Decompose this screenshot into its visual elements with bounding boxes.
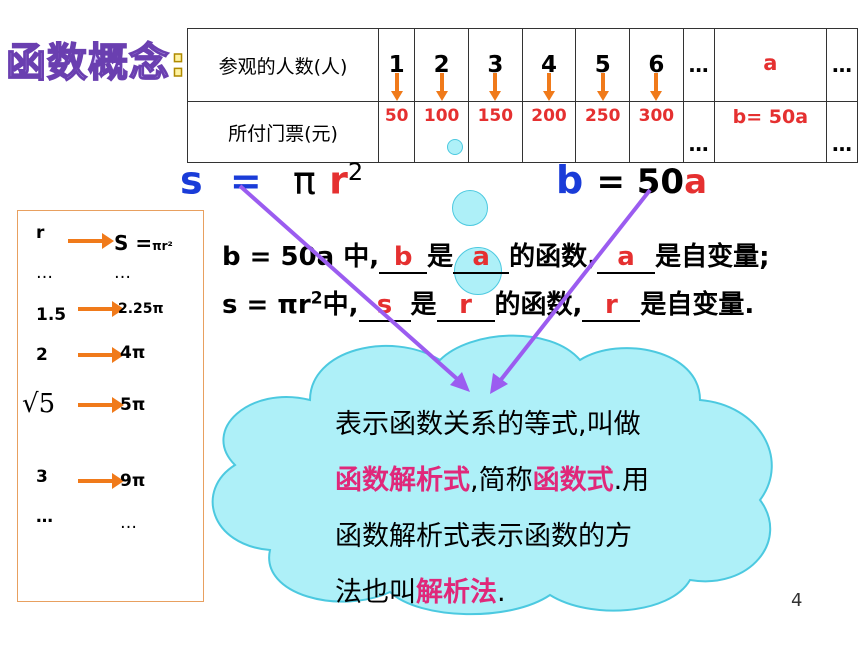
list-item-r: 2: [36, 345, 48, 365]
list-item-r: …: [36, 507, 53, 527]
cloud-callout: [211, 334, 773, 616]
cloud-line-1: 表示函数关系的等式,叫做: [335, 409, 641, 440]
title-text: 函数概念: [5, 39, 170, 87]
blank-fill: r: [436, 290, 495, 322]
cloud-line-2: 函数解析式,简称函数式.用: [335, 465, 650, 496]
list-item-s: …: [120, 513, 137, 533]
arrow-from-s-formula: [238, 184, 466, 387]
down-arrow-icon: [390, 73, 403, 101]
cell-ticket-1: 50: [377, 101, 416, 163]
cell-visitors-4: 4: [521, 28, 577, 102]
row-header-tickets: 所付门票(元): [187, 101, 379, 163]
right-arrow-icon: [78, 473, 124, 489]
list-item-s: 9π: [120, 471, 146, 491]
page-number: 4: [791, 590, 803, 611]
cell-ticket-b: b= 50a: [713, 101, 828, 163]
down-arrow-icon: [435, 73, 448, 101]
cloud-definition-text: 表示函数关系的等式,叫做 函数解析式,简称函数式.用 函数解析式表示函数的方 法…: [335, 397, 735, 621]
title-colon: :: [169, 39, 187, 87]
bubble-decoration: [447, 139, 463, 155]
blank-fill: b: [379, 242, 428, 274]
formula-s-pi: π: [292, 158, 316, 203]
arrowhead-icon: [490, 373, 508, 394]
formula-b50a: b = 50a: [556, 158, 707, 202]
list-item-r: √5: [22, 389, 56, 419]
formula-s-r: r: [329, 158, 348, 203]
cloud-line-3: 函数解析式表示函数的方: [335, 521, 632, 552]
cell-visitors-ellipsis: …: [682, 28, 715, 102]
cell-visitors-1: 1: [377, 28, 416, 102]
correspondence-list: r S =πr² … … 1.5 2.25π 2 4π √5 5π 3 9π ……: [17, 210, 204, 602]
right-arrow-icon: [78, 397, 124, 413]
cell-ticket-4: 200: [521, 101, 577, 163]
list-header-s: S =πr²: [114, 231, 173, 255]
list-item-s: 4π: [120, 343, 146, 363]
formula-s-var: s: [180, 158, 203, 203]
list-item-s: …: [114, 263, 131, 283]
list-item-r: 1.5: [36, 305, 67, 325]
bubble-decoration: [452, 190, 488, 226]
down-arrow-icon: [596, 73, 609, 101]
formula-s-exp: 2: [347, 158, 364, 186]
arrow-from-b-formula: [494, 188, 652, 388]
slide-title: 函数概念:: [5, 30, 187, 88]
formula-b-a: a: [684, 162, 708, 202]
sentence1-prefix: b = 50a 中,: [222, 242, 380, 272]
cell-ticket-5: 250: [575, 101, 631, 163]
visitor-ticket-table: 参观的人数(人) 1 2 3 4 5 6 … a … 所付门票(元) 50 10…: [187, 28, 858, 163]
right-arrow-icon: [68, 233, 114, 249]
list-item-r: 3: [36, 467, 48, 487]
blank-fill: a: [453, 242, 510, 274]
formula-b-eq: = 50: [596, 162, 685, 202]
arrowhead-icon: [450, 372, 470, 392]
right-arrow-icon: [78, 347, 124, 363]
down-arrow-icon: [650, 73, 663, 101]
cell-ticket-ellipsis-end: …: [826, 101, 858, 163]
list-header-r: r: [36, 223, 45, 243]
cell-visitors-2: 2: [414, 28, 469, 102]
down-arrow-icon: [543, 73, 556, 101]
cell-ticket-6: 300: [629, 101, 684, 163]
right-arrow-icon: [78, 301, 124, 317]
blank-fill: r: [582, 290, 641, 322]
cell-visitors-6: 6: [629, 28, 684, 102]
list-item-r: …: [36, 263, 53, 283]
blank-fill: a: [597, 242, 656, 274]
formula-s-eq: =: [229, 158, 262, 203]
formula-b-var: b: [556, 158, 584, 202]
list-item-s: 2.25π: [118, 301, 164, 317]
down-arrow-icon: [489, 73, 502, 101]
cell-ticket-ellipsis: …: [682, 101, 715, 163]
table-row-tickets: 所付门票(元) 50 100 150 200 250 300 … b= 50a …: [187, 101, 858, 163]
cell-visitors-ellipsis-end: …: [826, 28, 858, 102]
list-item-s: 5π: [120, 395, 146, 415]
cell-ticket-3: 150: [467, 101, 523, 163]
bubble-decoration: [454, 247, 502, 295]
table-row-visitors: 参观的人数(人) 1 2 3 4 5 6 … a …: [187, 28, 858, 102]
formula-area: s = π r2: [180, 158, 363, 203]
cloud-line-4: 法也叫解析法.: [335, 577, 506, 608]
cell-visitors-3: 3: [467, 28, 523, 102]
